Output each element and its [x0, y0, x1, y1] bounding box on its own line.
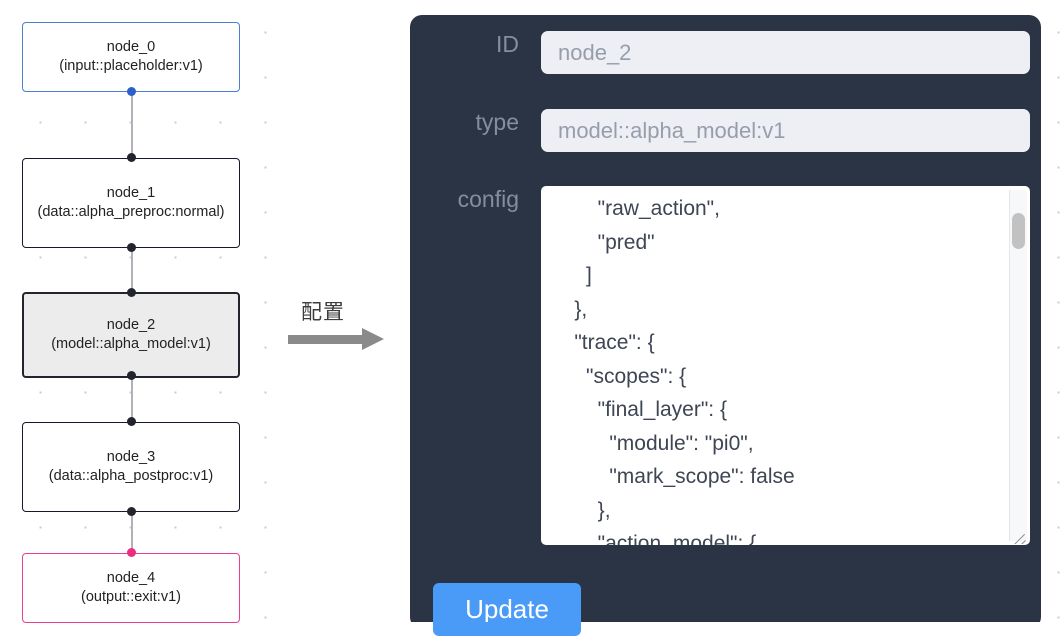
- node-handle-node_1-target[interactable]: [127, 153, 136, 162]
- config-textarea-wrapper: "raw_action", "pred" ] }, "trace": { "sc…: [541, 186, 1030, 545]
- node-label-node_1: node_1 (data::alpha_preproc:normal): [31, 184, 231, 222]
- graph-node-node_1[interactable]: node_1 (data::alpha_preproc:normal): [22, 158, 240, 248]
- edge-node0-node1: [131, 91, 133, 159]
- node-id-node_2: node_2: [106, 317, 156, 333]
- resize-handle-icon[interactable]: [1008, 524, 1028, 544]
- id-input[interactable]: [541, 31, 1030, 74]
- node-config-panel: ID type config "raw_action", "pred" ] },…: [410, 15, 1041, 629]
- graph-node-node_0[interactable]: node_0 (input::placeholder:v1): [22, 22, 240, 92]
- node-type-node_4: (output::exit:v1): [81, 589, 181, 605]
- node-type-node_1: (data::alpha_preproc:normal): [37, 204, 225, 220]
- node-label-node_4: node_4 (output::exit:v1): [31, 569, 231, 607]
- type-input[interactable]: [541, 109, 1030, 152]
- field-label-config: config: [457, 186, 519, 212]
- config-scrollbar[interactable]: [1009, 190, 1027, 541]
- node-type-node_0: (input::placeholder:v1): [59, 58, 203, 74]
- edge-node1-node2: [131, 247, 133, 293]
- node-handle-node_3-target[interactable]: [127, 417, 136, 426]
- transition-annotation: 配置: [288, 296, 392, 366]
- transition-label: 配置: [301, 300, 345, 324]
- node-handle-node_2-target[interactable]: [127, 288, 136, 297]
- node-label-node_2: node_2 (model::alpha_model:v1): [32, 316, 230, 354]
- field-row-type: type: [433, 109, 1030, 152]
- node-id-node_3: node_3: [106, 449, 156, 465]
- edge-node3-node4: [131, 511, 133, 550]
- node-type-node_2: (model::alpha_model:v1): [51, 336, 211, 352]
- config-scrollbar-thumb[interactable]: [1012, 213, 1025, 249]
- flow-graph[interactable]: node_0 (input::placeholder:v1) node_1 (d…: [0, 0, 270, 643]
- update-button-overflow[interactable]: [433, 622, 581, 636]
- node-label-node_3: node_3 (data::alpha_postproc:v1): [31, 448, 231, 486]
- arrow-head-icon: [362, 328, 384, 350]
- node-id-node_1: node_1: [106, 185, 156, 201]
- field-row-id: ID: [433, 31, 1030, 74]
- node-type-node_3: (data::alpha_postproc:v1): [48, 468, 214, 484]
- arrow-icon: [288, 335, 366, 344]
- node-handle-node_4-target[interactable]: [127, 548, 136, 557]
- node-handle-node_2-source[interactable]: [127, 371, 136, 380]
- node-handle-node_1-source[interactable]: [127, 243, 136, 252]
- node-id-node_0: node_0: [106, 39, 156, 55]
- node-handle-node_0-source[interactable]: [127, 87, 136, 96]
- update-button[interactable]: Update: [433, 583, 581, 629]
- node-label-node_0: node_0 (input::placeholder:v1): [31, 38, 231, 76]
- graph-node-node_4[interactable]: node_4 (output::exit:v1): [22, 553, 240, 623]
- node-id-node_4: node_4: [106, 570, 156, 586]
- field-label-id: ID: [496, 31, 519, 57]
- config-textarea[interactable]: "raw_action", "pred" ] }, "trace": { "sc…: [541, 186, 1030, 545]
- node-handle-node_3-source[interactable]: [127, 507, 136, 516]
- graph-node-node_2[interactable]: node_2 (model::alpha_model:v1): [22, 292, 240, 378]
- field-label-type: type: [475, 109, 519, 135]
- edge-node2-node3: [131, 375, 133, 421]
- graph-node-node_3[interactable]: node_3 (data::alpha_postproc:v1): [22, 422, 240, 512]
- field-row-config: config "raw_action", "pred" ] }, "trace"…: [433, 186, 1030, 545]
